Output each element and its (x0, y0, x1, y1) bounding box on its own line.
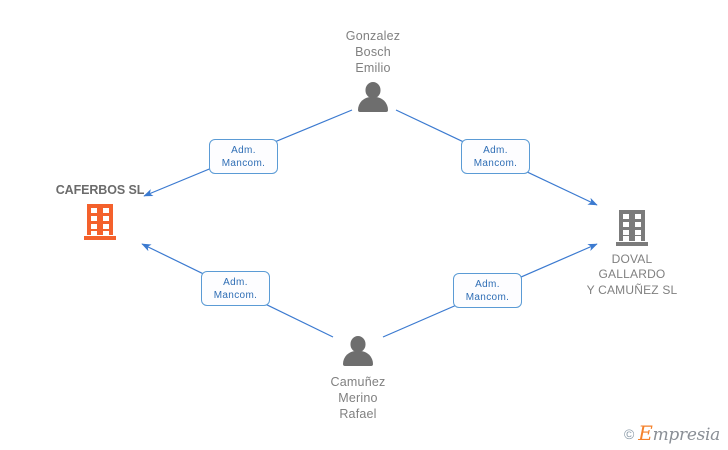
edge-label-line2: Mancom. (213, 290, 258, 301)
edge-label-gonzalez-caferbos[interactable]: Adm. Mancom. (209, 139, 278, 174)
edge-label-line2: Mancom. (465, 292, 510, 303)
building-window (635, 222, 641, 227)
brand-rest: mpresia (652, 425, 721, 445)
building-base (84, 236, 116, 240)
edge-label-line1: Adm. (483, 145, 508, 156)
edge-label-line1: Adm. (223, 277, 248, 288)
edge-label-line2: Mancom. (221, 158, 266, 169)
brand-initial: E (638, 421, 653, 445)
node-company-doval[interactable]: DOVAL GALLARDO Y CAMUÑEZ SL (572, 210, 692, 298)
node-label-caferbos: CAFERBOS SL (55, 183, 145, 197)
person-body (343, 351, 373, 366)
person-icon (356, 82, 390, 114)
building-window (623, 230, 629, 235)
node-label-camunez: Camuñez Merino Rafael (330, 375, 386, 421)
brand-wordmark: Empresia (638, 423, 720, 444)
building-icon (84, 204, 116, 240)
node-label-gonzalez: Gonzalez Bosch Emilio (345, 29, 401, 75)
building-window (623, 214, 629, 219)
building-window (635, 214, 641, 219)
building-door (91, 231, 97, 235)
edge-label-camunez-doval[interactable]: Adm. Mancom. (453, 273, 522, 308)
building-base (616, 242, 648, 246)
person-body (358, 97, 388, 112)
node-person-gonzalez[interactable]: Gonzalez Bosch Emilio (311, 28, 435, 114)
building-icon (616, 210, 648, 246)
edge-label-gonzalez-doval[interactable]: Adm. Mancom. (461, 139, 530, 174)
person-head (350, 336, 366, 352)
node-company-caferbos[interactable]: CAFERBOS SL (40, 182, 160, 240)
person-icon (341, 336, 375, 368)
person-head (365, 82, 381, 98)
building-window (635, 236, 641, 241)
building-window (103, 231, 109, 235)
building-window (91, 216, 97, 221)
building-door (623, 236, 629, 241)
building-window (623, 222, 629, 227)
building-window (91, 224, 97, 229)
building-window (103, 216, 109, 221)
building-window (635, 230, 641, 235)
building-window (91, 208, 97, 213)
node-person-camunez[interactable]: Camuñez Merino Rafael (296, 336, 420, 422)
edge-label-camunez-caferbos[interactable]: Adm. Mancom. (201, 271, 270, 306)
building-window (103, 224, 109, 229)
edge-label-line1: Adm. (231, 145, 256, 156)
copyright-icon: © (623, 425, 635, 442)
edge-label-line1: Adm. (475, 279, 500, 290)
edge-label-line2: Mancom. (473, 158, 518, 169)
building-window (103, 208, 109, 213)
node-label-doval: DOVAL GALLARDO Y CAMUÑEZ SL (586, 252, 678, 297)
watermark-empresia: © Empresia (624, 423, 720, 444)
